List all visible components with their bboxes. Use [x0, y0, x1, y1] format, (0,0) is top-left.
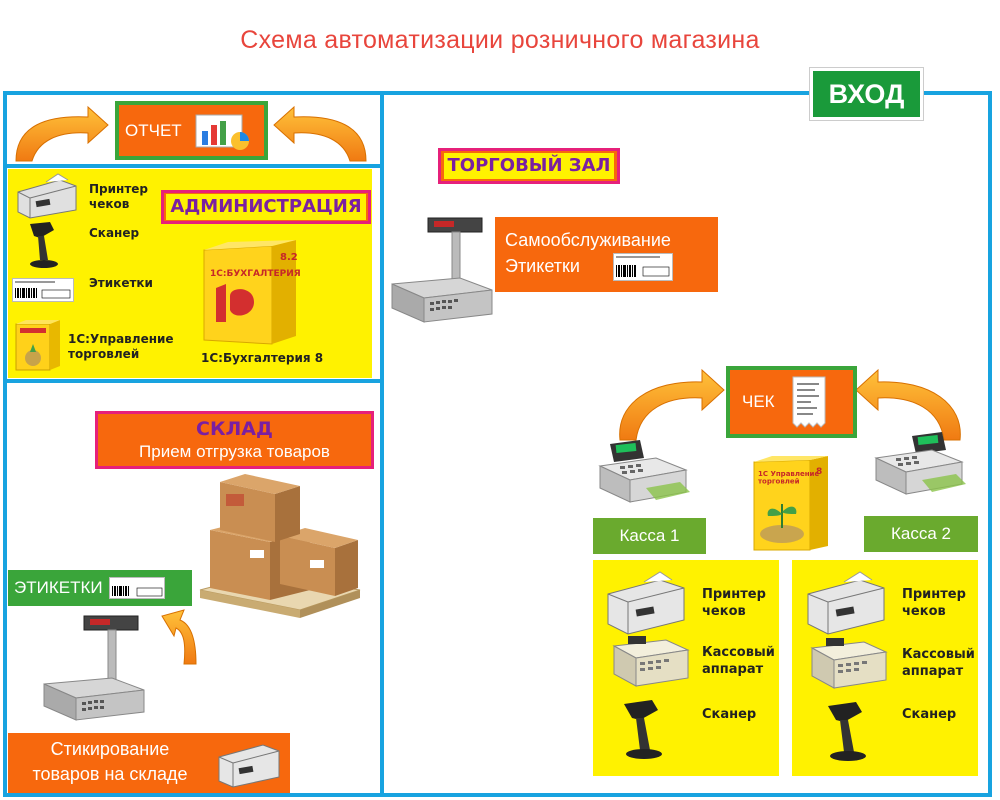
- warehouse-labels-box: ЭТИКЕТКИ: [8, 570, 192, 606]
- admin-printer-label: Принтер чеков: [89, 182, 149, 211]
- cash-1-register-icon: [612, 636, 690, 687]
- cash-1-label: Касса 1: [619, 526, 680, 545]
- entrance-label: ВХОД: [813, 71, 920, 117]
- stickering-printer-icon: [218, 744, 280, 788]
- cash-2-register-icon: [810, 638, 888, 689]
- sales-hall-frame: [380, 91, 992, 797]
- price-label-icon: [12, 278, 74, 302]
- weighing-scale-warehouse-icon: [43, 615, 145, 721]
- self-service-scale-icon: [391, 217, 493, 323]
- admin-title: АДМИНИСТРАЦИЯ: [166, 194, 366, 220]
- warehouse-arrow: [161, 609, 197, 665]
- entrance-sign: ВХОД: [809, 67, 924, 121]
- report-arrows: [15, 105, 367, 162]
- hall-title: ТОРГОВЫЙ ЗАЛ: [443, 153, 615, 179]
- admin-scanner-label: Сканер: [89, 226, 140, 240]
- 1c-trade-box-icon: [15, 320, 60, 371]
- receipt-paper-icon: [792, 376, 826, 428]
- cash-1-printer-label: Принтер чеков: [702, 587, 766, 619]
- 1c-accounting-box-icon: 1С:БУХГАЛТЕРИЯ 8.2: [203, 240, 301, 345]
- report-box: ОТЧЕТ: [115, 101, 268, 160]
- warehouse-price-label-icon: [108, 577, 165, 599]
- cash-2-printer-icon: [807, 571, 885, 635]
- receipt-printer-icon: [17, 173, 77, 219]
- cash-2-printer-label: Принтер чеков: [902, 587, 966, 619]
- cash-1-box: Касса 1: [593, 518, 706, 554]
- cash-2-box: Касса 2: [864, 516, 978, 552]
- cash-2-scanner-label: Сканер: [902, 707, 957, 722]
- warehouse-title-box: СКЛАД Прием отгрузка товаров: [95, 411, 374, 469]
- page-title: Схема автоматизации розничного магазина: [240, 26, 760, 54]
- stickering-box: Стикирование товаров на складе: [8, 733, 290, 793]
- warehouse-labels-title: ЭТИКЕТКИ: [14, 578, 103, 597]
- cash-2-scanner-icon: [828, 702, 866, 761]
- admin-labels-label: Этикетки: [89, 276, 153, 290]
- cardboard-boxes-pallet-icon: [199, 474, 361, 618]
- cash-1-scanner-icon: [624, 700, 662, 759]
- cash-register-1-icon: [598, 440, 690, 503]
- cash-2-register-label: Кассовый аппарат: [902, 647, 975, 679]
- admin-title-box: АДМИНИСТРАЦИЯ: [161, 190, 371, 224]
- receipt-arrows: [619, 368, 961, 441]
- warehouse-subtitle: Прием отгрузка товаров: [139, 442, 330, 461]
- accounting-box-version: 8.2: [280, 252, 298, 263]
- report-label: ОТЧЕТ: [125, 120, 182, 140]
- hall-box-version: 8: [816, 467, 822, 477]
- cash-1-scanner-label: Сканер: [702, 707, 757, 722]
- self-service-label-icon: [613, 253, 673, 281]
- receipt-box: ЧЕК: [726, 366, 857, 438]
- receipt-label: ЧЕК: [742, 392, 775, 411]
- self-service-box: Самообслуживание Этикетки: [495, 217, 718, 292]
- admin-accounting-label: 1С:Бухгалтерия 8: [201, 351, 324, 365]
- cash-1-printer-icon: [607, 571, 685, 635]
- accounting-box-text: 1С:БУХГАЛТЕРИЯ: [210, 269, 301, 279]
- self-service-label: Самообслуживание Этикетки: [505, 230, 671, 276]
- stickering-label: Стикирование товаров на складе: [32, 739, 188, 784]
- report-chart-icon: [195, 114, 249, 150]
- warehouse-title: СКЛАД: [196, 418, 273, 440]
- cash-register-2-icon: [874, 432, 966, 495]
- cash-1-register-label: Кассовый аппарат: [702, 645, 775, 677]
- barcode-scanner-icon: [30, 222, 58, 268]
- admin-trade-label: 1С:Управление торговлей: [68, 332, 174, 361]
- hall-title-box: ТОРГОВЫЙ ЗАЛ: [438, 148, 620, 184]
- cash-2-label: Касса 2: [891, 524, 951, 543]
